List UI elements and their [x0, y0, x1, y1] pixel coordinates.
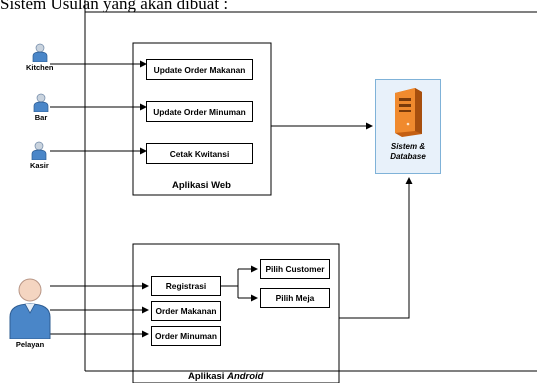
actor-label-kitchen: Kitchen	[26, 63, 54, 72]
android-app-container	[132, 243, 340, 383]
person-icon	[32, 43, 48, 62]
android-item-registrasi: Registrasi	[151, 276, 221, 296]
diagram-heading: Sistem Usulan yang akan dibuat :	[0, 0, 229, 13]
database-label-line1: Sistem &	[390, 142, 426, 151]
database-node: Sistem & Database	[375, 79, 441, 174]
actor-bar: Bar	[33, 93, 49, 122]
actor-label-bar: Bar	[34, 113, 48, 122]
server-icon	[395, 88, 422, 137]
person-icon	[33, 93, 49, 112]
person-large-icon	[9, 278, 51, 339]
android-app-label-emphasis: Android	[227, 371, 264, 382]
web-item-update-order-makanan: Update Order Makanan	[146, 59, 253, 80]
actor-pelayan: Pelayan	[8, 277, 52, 349]
android-app-label-prefix: Aplikasi	[188, 371, 225, 382]
android-sub-pilih-customer: Pilih Customer	[260, 259, 330, 279]
android-app-label: Aplikasi Android	[188, 371, 264, 382]
android-item-order-makanan: Order Makanan	[151, 301, 221, 321]
web-item-cetak-kwitansi: Cetak Kwitansi	[146, 143, 253, 164]
android-item-order-minuman: Order Minuman	[151, 326, 221, 346]
web-app-label: Aplikasi Web	[172, 180, 231, 191]
actor-label-pelayan: Pelayan	[15, 340, 45, 349]
actor-kitchen: Kitchen	[26, 43, 54, 72]
database-label: Sistem & Database	[390, 142, 426, 162]
actor-label-kasir: Kasir	[30, 161, 49, 170]
web-app-container	[132, 42, 272, 196]
actor-kasir: Kasir	[30, 141, 49, 170]
database-label-line2: Database	[390, 152, 426, 161]
arrow-android-to-db	[339, 177, 413, 319]
person-icon	[32, 141, 47, 160]
android-sub-pilih-meja: Pilih Meja	[260, 288, 330, 308]
web-item-update-order-minuman: Update Order Minuman	[146, 101, 253, 122]
